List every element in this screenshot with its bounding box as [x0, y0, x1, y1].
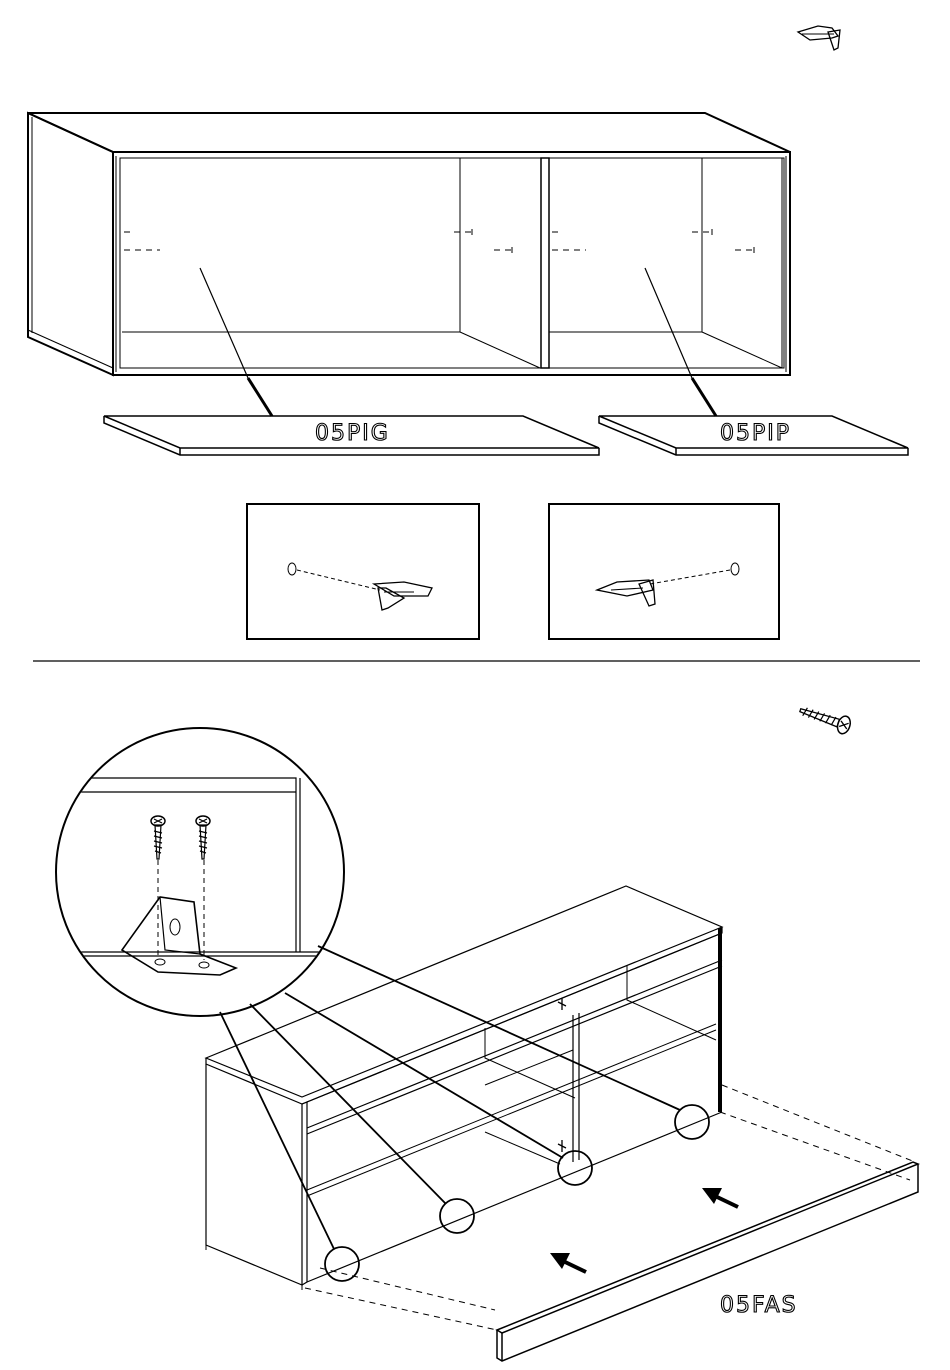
angle-bracket-icon — [122, 897, 236, 975]
detail-pin-insert-left — [247, 504, 479, 639]
step-install-plinth: 05FAS — [56, 702, 918, 1361]
detail-bracket-screwing — [56, 728, 344, 1016]
shelf-support-pin-icon — [374, 582, 432, 610]
shelf-support-pin-icon — [597, 580, 655, 606]
push-arrow-icon — [550, 1253, 586, 1272]
shelf-support-pin-icon — [798, 26, 840, 50]
wall-cabinet-drawing — [28, 113, 790, 416]
push-arrow-icon — [702, 1188, 738, 1207]
low-cabinet-drawing — [206, 886, 722, 1290]
detail-pin-insert-right — [549, 504, 779, 639]
shelf-panel-left: 05PIG — [104, 416, 599, 455]
wood-screw-icon — [797, 702, 852, 735]
part-code-05fas: 05FAS — [720, 1293, 798, 1318]
step-install-shelves: 05PIG 05PIP — [28, 26, 908, 639]
part-code-05pig: 05PIG — [315, 421, 390, 446]
part-code-05pip: 05PIP — [720, 421, 791, 446]
shelf-panel-right: 05PIP — [599, 416, 908, 455]
wood-screw-icon — [196, 816, 210, 859]
wood-screw-icon — [151, 816, 165, 859]
